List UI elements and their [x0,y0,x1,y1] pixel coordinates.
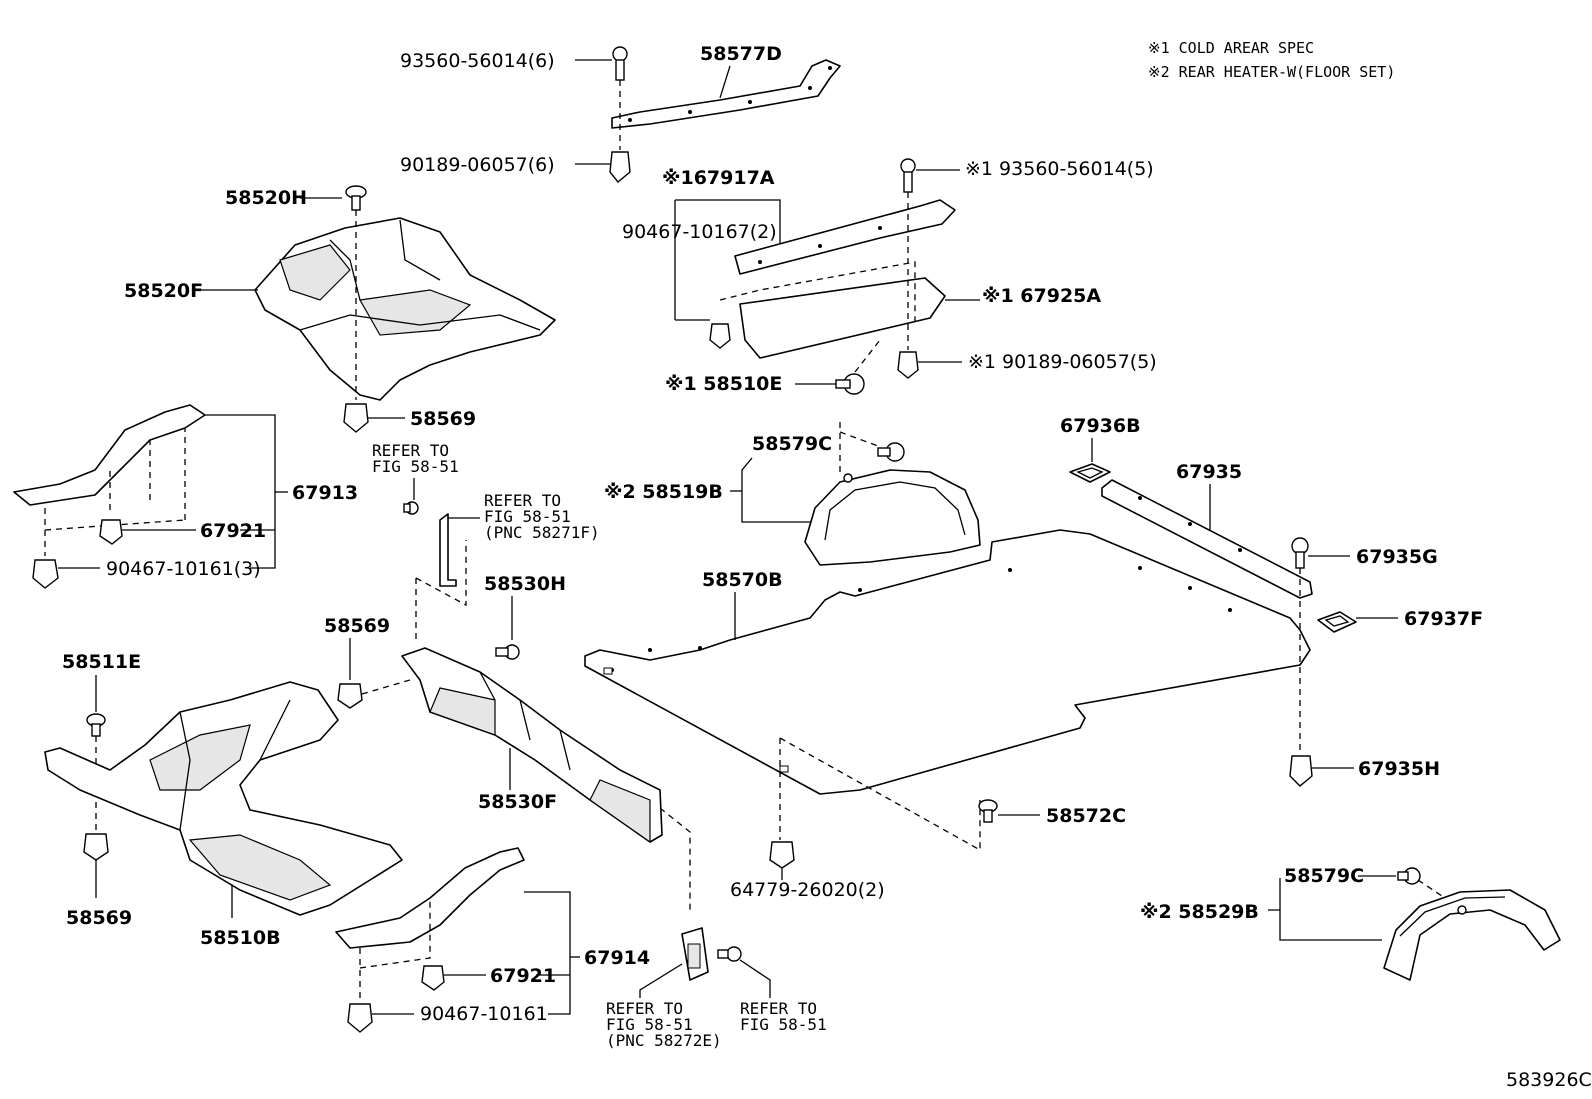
part-58570B-floor-panel [584,529,1311,795]
refer-note-4-line1: REFER TO [740,999,817,1018]
refer-note-2-line2: FIG 58-51 [484,507,571,526]
bracket-refer-3 [681,927,709,981]
label-90189-06057-5: ※1 90189-06057(5) [968,351,1157,373]
part-67935-rail [1101,479,1313,599]
label-58511E: 58511E [62,651,141,673]
bracket-refer-2 [439,513,457,587]
clip-58510E [835,373,865,395]
label-58569-c: 58569 [66,907,132,929]
label-58579C-a: 58579C [752,433,832,455]
label-58530F: 58530F [478,791,557,813]
clip-58572C [978,799,998,823]
part-58529B-wheelhouse-cover [1383,889,1561,981]
label-67935H: 67935H [1358,758,1440,780]
part-58510B-floor [44,681,403,916]
label-67914: 67914 [584,947,650,969]
label-58570B: 58570B [702,569,783,591]
clip-90467-10161-a [32,559,59,589]
clip-58569-b [337,683,363,709]
label-58510E: ※1 58510E [665,373,782,395]
label-67917A: ※167917A [662,167,775,189]
label-58579C-b: 58579C [1284,865,1364,887]
label-58569-b: 58569 [324,615,390,637]
nut-67935H [1289,755,1313,787]
refer-note-3-line2: FIG 58-51 [606,1015,693,1034]
figure-id: 583926C [1506,1069,1592,1091]
label-58530H: 58530H [484,573,566,595]
clip-58579C-b [1397,867,1421,885]
label-90467-10161: 90467-10161 [420,1003,548,1025]
label-90189-06057-6: 90189-06057(6) [400,154,555,176]
label-58572C: 58572C [1046,805,1126,827]
label-58520H: 58520H [225,187,307,209]
part-58520F-floor [254,217,556,401]
clip-refer-4 [717,946,742,962]
label-67921-a: 67921 [200,520,266,542]
label-93560-56014-6: 93560-56014(6) [400,50,555,72]
nut-90189-06057-a [609,151,631,183]
part-58577D-bracket [611,59,841,129]
clip-58530H [495,644,520,660]
clip-64779-26020 [769,841,795,869]
note-cold-area-spec: ※1 COLD AREAR SPEC [1148,39,1314,57]
nut-90189-06057-b [897,351,919,379]
label-58569-a: 58569 [410,408,476,430]
label-67935G: 67935G [1356,546,1438,568]
clip-67921-a [99,519,123,545]
clip-58520H [345,185,367,211]
label-64779-26020-2: 64779-26020(2) [730,879,885,901]
clip-refer-1 [403,501,419,515]
clip-90467-10167 [709,323,731,349]
part-67936B-pad [1069,463,1111,483]
part-58530F-tunnel [401,647,663,844]
part-67937F-pad [1317,611,1357,633]
label-93560-56014-5: ※1 93560-56014(5) [965,158,1154,180]
refer-note-1-line2: FIG 58-51 [372,457,459,476]
clip-90467-10161-b [347,1003,373,1033]
part-67914-scuff-plate [335,847,525,949]
refer-note-2-line3: (PNC 58271F) [484,523,600,542]
screw-67935G [1291,537,1309,569]
label-67913: 67913 [292,482,358,504]
clip-58579C-a [877,442,905,462]
label-67936B: 67936B [1060,415,1141,437]
label-90467-10161-3: 90467-10161(3) [106,558,261,580]
label-58519B: ※2 58519B [604,481,723,503]
refer-note-3-line1: REFER TO [606,999,683,1018]
label-58520F: 58520F [124,280,203,302]
label-67935: 67935 [1176,461,1242,483]
refer-note-2-line1: REFER TO [484,491,561,510]
bolt-93560-56014-b [900,158,916,193]
clip-58569-a [343,403,369,433]
refer-note-3-line3: (PNC 58272E) [606,1031,722,1050]
label-58529B: ※2 58529B [1140,901,1259,923]
note-rear-heater: ※2 REAR HEATER-W(FLOOR SET) [1148,63,1395,81]
label-58577D: 58577D [700,43,782,65]
part-67925A-panel [719,261,946,359]
part-67917A-plate [734,199,956,275]
label-67937F: 67937F [1404,608,1483,630]
clip-58511E [86,713,106,737]
part-67913-scuff-plate [13,404,206,506]
clip-67921-b [421,965,445,991]
label-67921-b: 67921 [490,965,556,987]
clip-58569-c [83,833,109,861]
bolt-93560-56014-a [612,46,628,81]
label-67925A: ※1 67925A [982,285,1101,307]
label-90467-10167-2: 90467-10167(2) [622,221,777,243]
refer-note-4-line2: FIG 58-51 [740,1015,827,1034]
label-58510B: 58510B [200,927,281,949]
part-58519B-heater-cover [804,469,981,566]
refer-note-1-line1: REFER TO [372,441,449,460]
